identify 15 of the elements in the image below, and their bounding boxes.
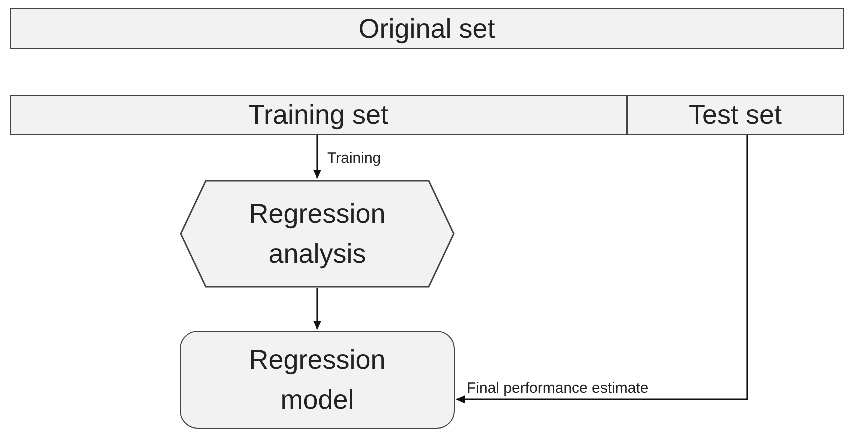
node-label: Original set	[358, 12, 496, 46]
data-set-bar	[627, 95, 844, 135]
process-box	[180, 331, 455, 429]
arrow	[314, 135, 322, 179]
data-set-bar	[10, 95, 627, 135]
node-label: Training set	[248, 99, 389, 132]
arrow	[314, 288, 322, 330]
arrow	[456, 135, 748, 404]
node-label: Regression analysis	[248, 198, 387, 271]
process-hexagon	[180, 180, 455, 288]
edge-label: Training	[328, 150, 382, 168]
node-label: Test set	[688, 99, 782, 132]
edge-label: Final performance estimate	[467, 380, 649, 398]
data-set-bar	[10, 8, 844, 49]
node-label: Regression model	[248, 344, 387, 417]
